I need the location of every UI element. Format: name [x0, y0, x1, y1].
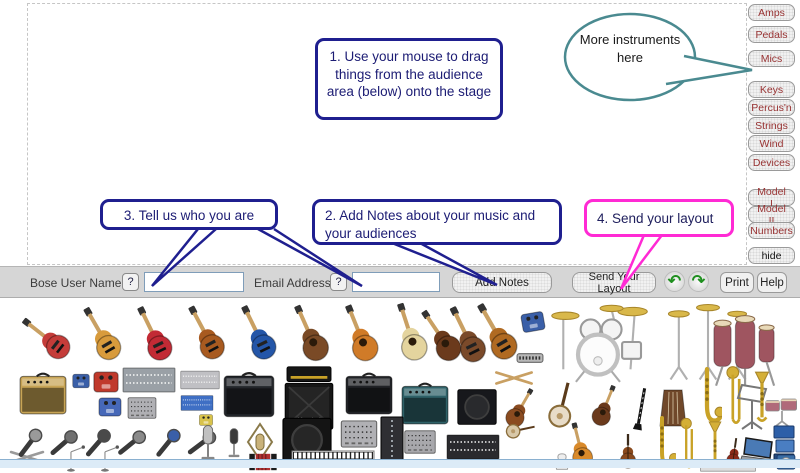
speech-bubble-text: More instruments here	[579, 32, 681, 66]
sticks-icon	[496, 373, 531, 384]
eguitar-icon	[129, 302, 176, 364]
callout-step3: 3. Tell us who you are	[100, 199, 278, 230]
send-your-layout-button[interactable]: Send Your Layout	[572, 271, 656, 295]
combo-icon	[402, 384, 448, 424]
redo-button[interactable]: ↷	[688, 271, 709, 292]
user-name-input[interactable]	[144, 272, 244, 292]
mixer-icon	[405, 431, 435, 453]
audience-blue-stompbox[interactable]	[72, 369, 90, 393]
audience-channel-mixer[interactable]	[404, 424, 436, 460]
bose-user-name-label: Bose User Name	[30, 276, 122, 290]
rackv-icon	[381, 417, 403, 463]
mixer-icon	[128, 398, 156, 419]
email-input[interactable]	[352, 272, 440, 292]
rackeq-icon	[447, 435, 499, 459]
category-button-model-i[interactable]: Model I	[748, 186, 795, 210]
audience-floor-monitor[interactable]	[456, 383, 498, 431]
audience-white-drum-kit[interactable]	[540, 300, 658, 384]
rackeq-icon	[123, 368, 175, 392]
aguitar-icon	[589, 382, 622, 428]
banjo-icon	[505, 420, 536, 439]
speakercab-icon	[458, 390, 496, 425]
email-help-button[interactable]: ?	[330, 273, 347, 291]
mic-icon	[18, 428, 44, 454]
audience-small-recorder[interactable]	[124, 397, 160, 419]
category-button-hide[interactable]: hide	[748, 247, 795, 264]
audience-area[interactable]	[0, 298, 800, 460]
callout-step2: 2. Add Notes about your music and your a…	[312, 199, 562, 245]
email-address-label: Email Address	[254, 276, 331, 290]
studiomic-icon	[202, 426, 215, 460]
mic-icon	[156, 429, 181, 454]
audience-blue-rack-strip[interactable]	[178, 395, 216, 411]
aguitar-icon	[285, 301, 332, 365]
audience-blue-electric-guitar[interactable]	[228, 298, 288, 371]
audience-rack-gear[interactable]	[380, 416, 404, 464]
category-button-keys[interactable]: Keys	[748, 81, 795, 98]
audience-sunburst-telecaster[interactable]	[175, 298, 237, 371]
audience-handheld-mic-5[interactable]	[148, 424, 185, 461]
aguitar-icon	[336, 301, 381, 365]
category-button-amps[interactable]: Amps	[748, 4, 795, 21]
rackeq-icon	[181, 371, 220, 389]
undo-button[interactable]: ↶	[664, 271, 685, 292]
category-button-pedals[interactable]: Pedals	[748, 26, 795, 43]
drumkit-icon	[552, 305, 648, 382]
audience-brown-cutaway-acoustic[interactable]	[281, 298, 340, 371]
mic-icon	[121, 429, 146, 454]
callout-step4: 4. Send your layout	[584, 199, 734, 237]
audience-blue-guitar-shaped-pedal[interactable]	[94, 397, 126, 417]
audience-red-multi-fx-pedal[interactable]	[92, 371, 120, 393]
help-button[interactable]: Help	[757, 272, 787, 293]
audience-red-solidbody-guitar[interactable]	[124, 299, 184, 372]
eguitar-icon	[233, 301, 280, 363]
category-button-devices[interactable]: Devices	[748, 154, 795, 171]
sax-icon	[705, 369, 724, 420]
print-button[interactable]: Print	[720, 272, 754, 293]
category-button-wind[interactable]: Wind	[748, 135, 795, 152]
redo-arrow-icon: ↷	[691, 272, 706, 290]
audience-tweed-combo-amp[interactable]	[18, 370, 68, 416]
audience-amber-les-paul[interactable]	[70, 299, 133, 372]
mixer-icon	[341, 421, 376, 447]
toolbar: Bose User Name ? Email Address ? Add Not…	[0, 266, 800, 298]
bottom-frame-edge	[0, 459, 800, 468]
combo-icon	[20, 374, 66, 414]
category-button-strings[interactable]: Strings	[748, 117, 795, 134]
eguitar-icon	[16, 311, 74, 364]
category-button-percus-n[interactable]: Percus'n	[748, 99, 795, 116]
user-name-help-button[interactable]: ?	[122, 273, 139, 291]
audience-teal-combo-amp[interactable]	[400, 377, 450, 429]
audience-silver-multitrack[interactable]	[180, 369, 220, 391]
audience-wide-modeling-amp[interactable]	[344, 368, 394, 418]
audience-orange-cutaway-acoustic[interactable]	[331, 299, 388, 372]
banjo-icon	[547, 380, 578, 429]
rackeq-icon	[181, 396, 213, 411]
combo-icon	[346, 374, 392, 414]
pedal-icon	[99, 398, 121, 416]
callout-step1: 1. Use your mouse to drag things from th…	[315, 38, 503, 120]
audience-handheld-mic-1[interactable]	[10, 424, 48, 462]
audience-condenser-mic[interactable]	[224, 424, 244, 464]
studiomic-icon	[229, 429, 240, 457]
pedal-icon	[73, 374, 90, 388]
eguitar-icon	[180, 301, 228, 363]
category-button-model-ii[interactable]: Model II	[748, 203, 795, 227]
clarinet-icon	[633, 388, 649, 431]
pedal-icon	[94, 372, 118, 392]
audience-rack-eq-unit[interactable]	[122, 367, 176, 393]
undo-arrow-icon: ↶	[667, 272, 682, 290]
audience-black-combo-amp[interactable]	[222, 367, 276, 421]
eguitar-icon	[76, 302, 125, 364]
category-button-mics[interactable]: Mics	[748, 50, 795, 67]
add-notes-button[interactable]: Add Notes	[452, 272, 552, 293]
audience-drum-sticks[interactable]	[492, 368, 536, 388]
audience-mixing-console[interactable]	[340, 420, 378, 448]
combo-icon	[224, 373, 274, 416]
category-button-numbers[interactable]: Numbers	[748, 222, 795, 239]
